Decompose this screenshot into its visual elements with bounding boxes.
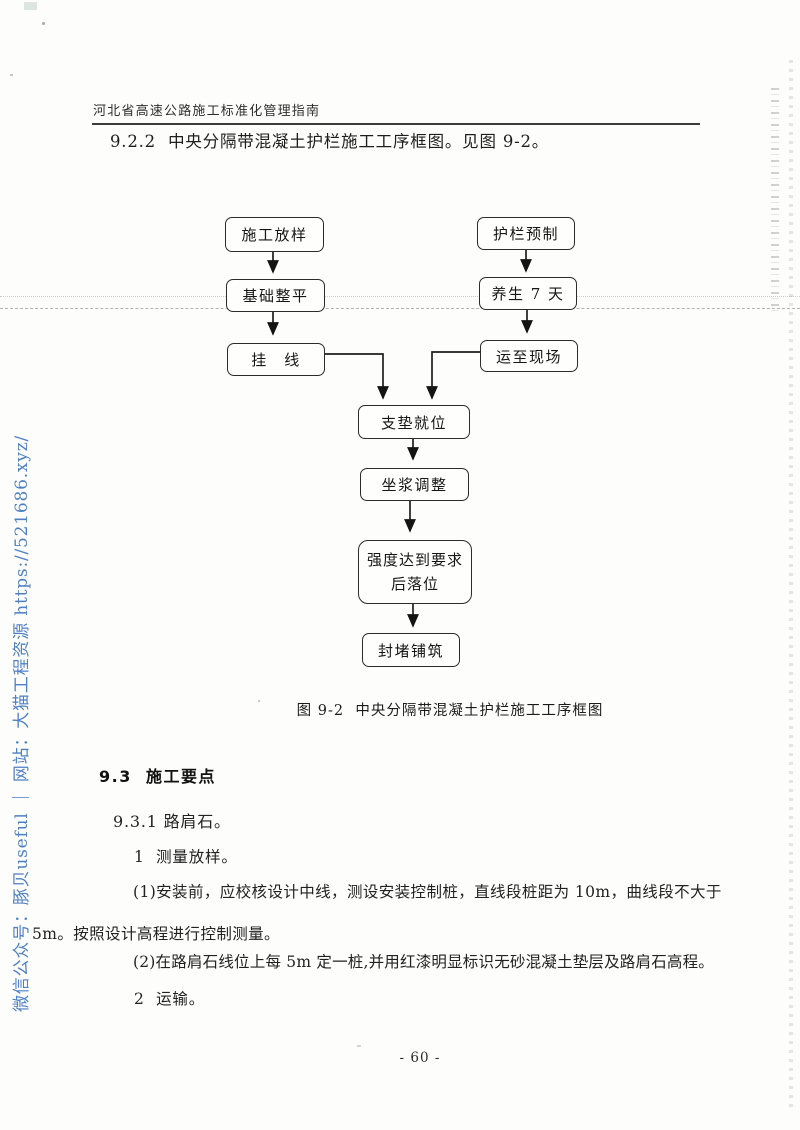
header-rule bbox=[92, 123, 700, 125]
scan-speck bbox=[42, 22, 45, 25]
section-9-2-2-heading: 9.2.2 中央分隔带混凝土护栏施工工序框图。见图 9-2。 bbox=[110, 132, 550, 151]
flow-node-label: 封堵铺筑 bbox=[377, 641, 444, 660]
section-9-3-1-heading: 9.3.1 路肩石。 bbox=[113, 812, 231, 831]
scan-speck bbox=[258, 700, 260, 702]
flow-node-transport-to-site: 运至现场 bbox=[480, 340, 578, 372]
list-item-1-survey: 1 测量放样。 bbox=[134, 848, 238, 866]
flow-node-construction-layout: 施工放样 bbox=[225, 217, 324, 252]
flow-node-hang-line: 挂 线 bbox=[227, 343, 325, 376]
scan-corner-mark bbox=[24, 2, 37, 10]
section-9-3-heading: 9.3 施工要点 bbox=[99, 767, 216, 786]
flow-node-foundation-leveling: 基础整平 bbox=[226, 279, 325, 312]
flow-node-label-line1: 强度达到要求 bbox=[366, 551, 463, 569]
scan-speck bbox=[10, 74, 13, 76]
flow-node-label-line2: 后落位 bbox=[390, 575, 439, 593]
scan-speck bbox=[357, 1045, 361, 1047]
running-header: 河北省高速公路施工标准化管理指南 bbox=[93, 104, 321, 119]
flow-node-guardrail-precast: 护栏预制 bbox=[477, 217, 575, 250]
watermark-vertical-text: 微信公众号：豚贝useful ｜ 网站：大猫工程资源 https://52168… bbox=[12, 435, 32, 1012]
flow-node-strength-reached-lowering: 强度达到要求 后落位 bbox=[358, 540, 472, 604]
flow-node-curing-7-days: 养生 7 天 bbox=[479, 277, 577, 310]
flow-node-label: 支垫就位 bbox=[380, 413, 447, 432]
flow-node-label: 运至现场 bbox=[495, 347, 562, 366]
flow-node-support-pad-in-place: 支垫就位 bbox=[358, 405, 470, 439]
scan-fold-line-upper bbox=[0, 296, 800, 297]
paragraph-1-line-1: (1)安装前，应校核设计中线，测设安装控制桩，直线段桩距为 10m，曲线段不大于 bbox=[133, 883, 722, 901]
flow-node-label: 基础整平 bbox=[242, 287, 309, 305]
arrow-guaxian-to-zhidian bbox=[323, 353, 389, 400]
flow-node-sealing-paving: 封堵铺筑 bbox=[362, 633, 460, 667]
page-number: - 60 - bbox=[399, 1050, 441, 1066]
scan-noise-right-upper bbox=[771, 88, 779, 312]
list-item-2-transport: 2 运输。 bbox=[134, 990, 206, 1008]
scan-fold-line-lower bbox=[0, 308, 800, 309]
figure-caption: 图 9-2 中央分隔带混凝土护栏施工工序框图 bbox=[296, 703, 604, 719]
scan-noise-right-edge bbox=[789, 60, 793, 1110]
flow-node-label: 护栏预制 bbox=[492, 225, 559, 243]
arrow-yunzhi-to-zhidian bbox=[426, 351, 480, 400]
paragraph-2: (2)在路肩石线位上每 5m 定一桩,并用红漆明显标识无砂混凝土垫层及路肩石高程… bbox=[133, 953, 714, 971]
flow-node-label: 坐浆调整 bbox=[381, 476, 448, 494]
flow-node-label: 施工放样 bbox=[241, 226, 308, 244]
paragraph-1-line-2: 5m。按照设计高程进行控制测量。 bbox=[32, 925, 280, 943]
flow-node-mortar-adjustment: 坐浆调整 bbox=[360, 468, 469, 501]
flow-node-label: 养生 7 天 bbox=[491, 285, 565, 303]
flow-node-label: 挂 线 bbox=[251, 351, 301, 369]
